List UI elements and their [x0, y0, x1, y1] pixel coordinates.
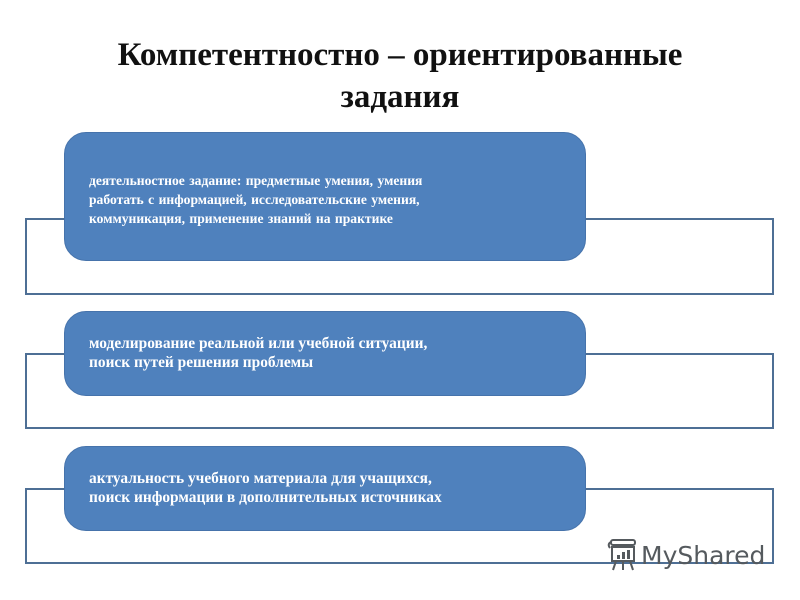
task-block-3-text: актуальность учебного материала для учащ…	[89, 469, 565, 507]
slide-title-line-2: задания	[340, 79, 460, 115]
task-block-2: моделирование реальной или учебной ситуа…	[64, 311, 586, 396]
task-block-1-line-3: коммуникация, применение знаний на практ…	[89, 211, 393, 226]
task-block-1-line-1: деятельностное задание: предметные умени…	[89, 173, 423, 188]
watermark: MyShared	[607, 537, 765, 573]
task-block-3: актуальность учебного материала для учащ…	[64, 446, 586, 531]
task-block-1-line-2: работать с информацией, исследовательски…	[89, 192, 420, 207]
slide-title-line-1: Компетентностно – ориентированные	[117, 37, 683, 73]
presentation-board-icon	[607, 539, 636, 571]
watermark-text: MyShared	[641, 540, 766, 570]
task-block-2-line-2: поиск путей решения проблемы	[89, 354, 314, 371]
task-block-3-line-2: поиск информации в дополнительных источн…	[89, 489, 442, 506]
task-block-2-line-1: моделирование реальной или учебной ситуа…	[89, 335, 428, 352]
task-block-2-text: моделирование реальной или учебной ситуа…	[89, 334, 565, 372]
task-block-3-line-1: актуальность учебного материала для учащ…	[89, 470, 432, 487]
task-block-1: деятельностное задание: предметные умени…	[64, 132, 586, 261]
slide-title: Компетентностно – ориентированные задани…	[0, 34, 800, 118]
task-block-1-text: деятельностное задание: предметные умени…	[89, 171, 565, 228]
